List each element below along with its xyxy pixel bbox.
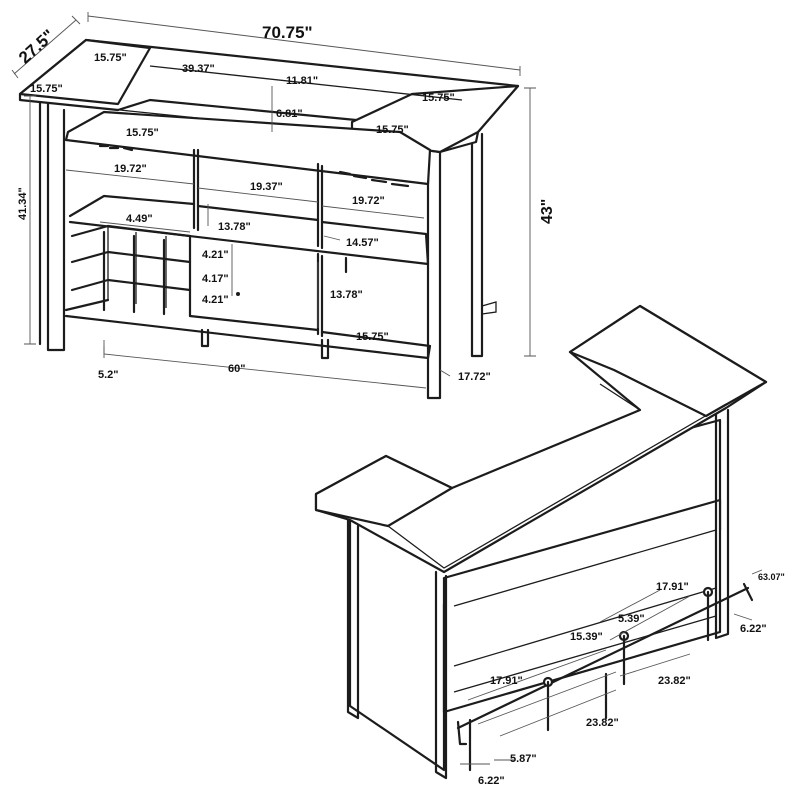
label-top-center-depth: 11.81" bbox=[286, 75, 318, 87]
label-base-depth: 17.72" bbox=[458, 371, 491, 383]
label-top-center-width: 39.37" bbox=[182, 63, 215, 75]
label-top-right-wing-depth: 15.75" bbox=[422, 92, 455, 104]
label-rail-front-b: 23.82" bbox=[586, 717, 619, 729]
label-leg-offset: 5.2" bbox=[98, 369, 119, 381]
glass-rack-left bbox=[98, 144, 134, 152]
bottom-shelf bbox=[64, 298, 432, 360]
label-rail-total: 63.07" bbox=[758, 572, 785, 582]
label-depth: 27.5" bbox=[15, 26, 58, 68]
top-left-wing bbox=[18, 38, 152, 106]
bar-front-panel-middle bbox=[442, 498, 722, 714]
label-bottom-shelf-depth: 15.75" bbox=[356, 331, 389, 343]
rear-view-drawing bbox=[18, 38, 520, 400]
label-top-right-wing-width: 15.75" bbox=[376, 124, 409, 136]
label-cell-left-width: 19.72" bbox=[114, 163, 147, 175]
top-center-edge bbox=[149, 65, 463, 101]
left-leg bbox=[46, 96, 66, 352]
top-shelf-front bbox=[65, 139, 429, 185]
label-rack-row-1: 4.21" bbox=[202, 249, 229, 261]
label-total-height: 43" bbox=[539, 199, 556, 224]
rear-view-dimensions bbox=[11, 12, 536, 389]
front-right-leg bbox=[714, 408, 730, 640]
front-view-dimensions bbox=[460, 569, 763, 765]
wine-rack bbox=[70, 224, 192, 318]
label-rack-cell-width: 4.49" bbox=[126, 213, 153, 225]
panel-seams bbox=[453, 529, 717, 693]
door-knob bbox=[236, 292, 240, 296]
label-top-to-shelf: 6.81" bbox=[276, 108, 303, 120]
label-rail-end-offset-left: 6.22" bbox=[478, 775, 505, 787]
label-rack-row-2: 4.17" bbox=[202, 273, 229, 285]
front-left-leg bbox=[346, 518, 360, 720]
label-mid-cell-height: 13.78" bbox=[218, 221, 251, 233]
front-left-wing bbox=[314, 454, 454, 528]
right-rear-leg bbox=[470, 128, 484, 358]
front-view-labels: 63.07" 17.91" 5.39" 15.39" 6.22" 17.91" … bbox=[478, 572, 785, 787]
label-rail-seg-mid: 15.39" bbox=[570, 631, 603, 643]
label-rail-seg-top: 17.91" bbox=[656, 581, 689, 593]
foot-rail-stub bbox=[481, 301, 497, 315]
foot-rail bbox=[456, 582, 754, 772]
counter-corner-seam bbox=[599, 383, 641, 411]
label-lower-cell-height: 13.78" bbox=[330, 289, 363, 301]
front-right-wing bbox=[568, 304, 768, 418]
front-corner-leg bbox=[434, 570, 448, 780]
label-rail-seg-left: 17.91" bbox=[490, 675, 523, 687]
label-rail-bracket-a: 5.39" bbox=[618, 613, 645, 625]
label-base-width: 60" bbox=[228, 363, 245, 375]
label-rail-end-offset-right: 6.22" bbox=[740, 623, 767, 635]
divider-2 bbox=[316, 162, 324, 250]
label-side-height: 41.34" bbox=[17, 187, 29, 220]
divider-1 bbox=[192, 148, 200, 232]
label-cell-mid-width: 19.37" bbox=[250, 181, 283, 193]
inner-feet bbox=[200, 328, 330, 360]
rear-view-labels: 70.75" 27.5" 15.75" 15.75" 39.37" 11.81"… bbox=[15, 23, 556, 383]
counter-front-edge bbox=[387, 403, 727, 569]
label-top-left-wing-depth: 15.75" bbox=[94, 52, 127, 64]
label-shelf-depth: 15.75" bbox=[126, 127, 159, 139]
label-cell-right-width: 19.72" bbox=[352, 195, 385, 207]
label-rack-row-3: 4.21" bbox=[202, 294, 229, 306]
front-view-drawing bbox=[314, 304, 768, 780]
right-front-leg bbox=[426, 146, 442, 400]
label-right-cell-height: 14.57" bbox=[346, 237, 379, 249]
divider-3 bbox=[316, 252, 324, 338]
label-total-width: 70.75" bbox=[262, 23, 313, 42]
label-top-left-wing-width: 15.75" bbox=[30, 83, 63, 95]
label-rail-bracket-height: 5.87" bbox=[510, 753, 537, 765]
label-rail-front-a: 23.82" bbox=[658, 675, 691, 687]
glass-rack-right bbox=[338, 170, 410, 188]
